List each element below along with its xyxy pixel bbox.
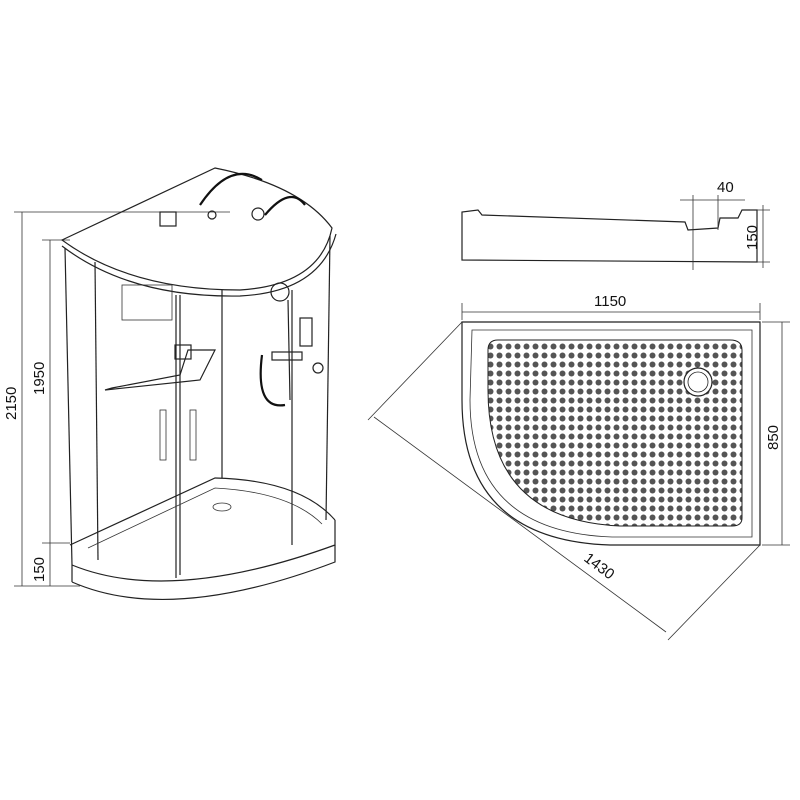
tray-profile: 40 150 [461,179,770,270]
dim-width: 1150 [594,293,626,310]
dim-depth: 850 [765,425,782,450]
shower-cabin [60,167,337,601]
dim-diagonal: 1430 [581,550,618,584]
dim-cabin-height: 1950 [31,362,48,395]
dim-tray-height: 150 [31,557,48,582]
dim-tray-profile-height: 150 [744,225,761,250]
tray-top-view: 1150 850 1430 [367,293,790,641]
dim-tray-rim: 40 [717,179,734,196]
dim-total-height: 2150 [3,387,20,420]
height-dimensions: 2150 1950 150 [3,211,230,587]
